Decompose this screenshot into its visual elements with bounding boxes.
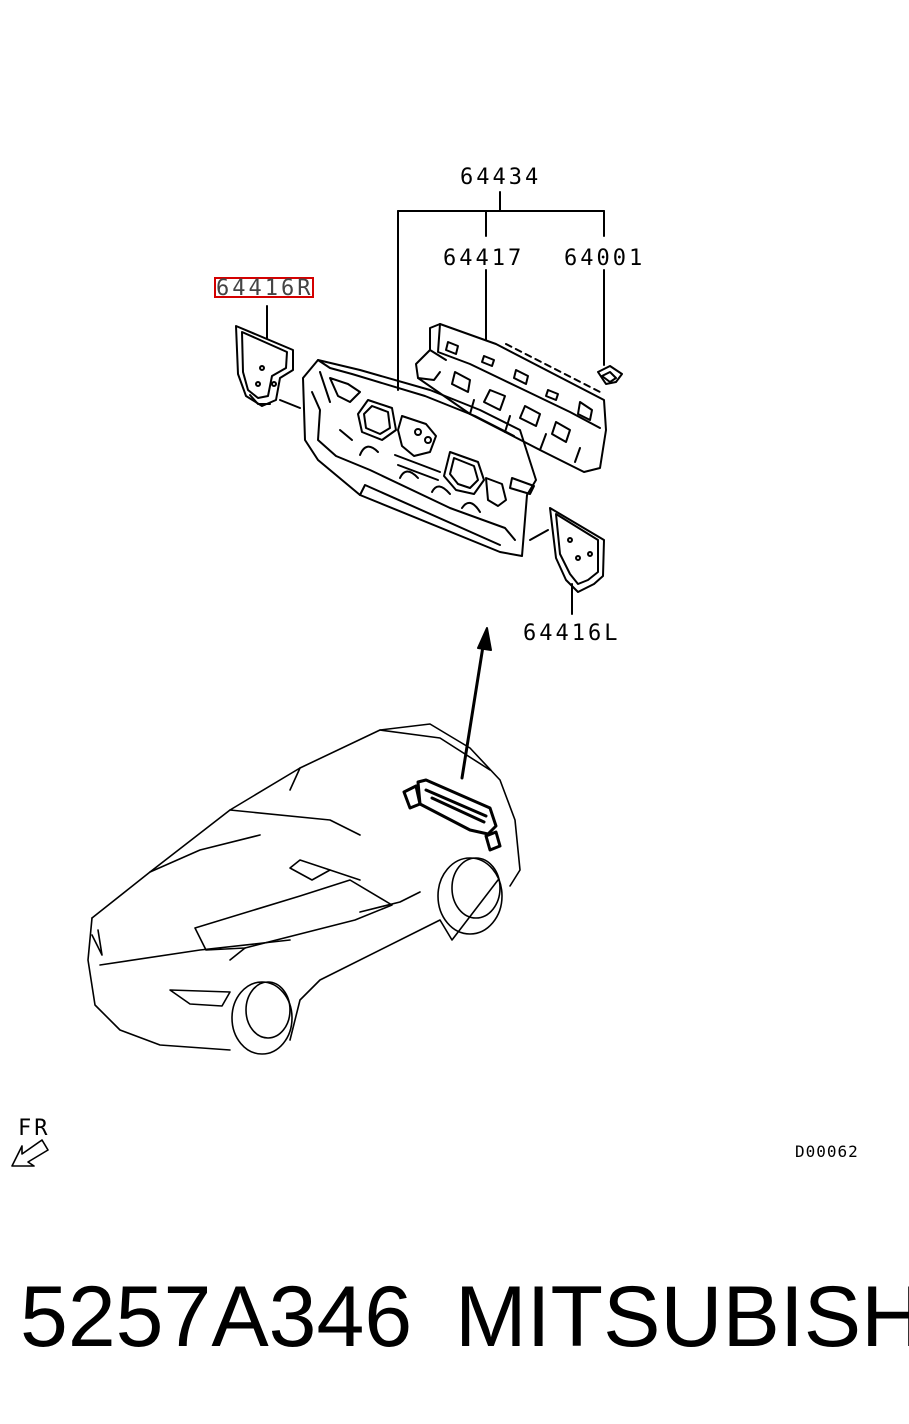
bracket-64416r-drawing	[235, 325, 301, 409]
bracket-64416l-drawing	[529, 507, 605, 593]
rear-panel-64434-drawing	[302, 359, 537, 557]
vehicle-panel-highlight	[402, 778, 502, 852]
diagram-code: D00062	[795, 1142, 859, 1161]
brand-name: MITSUBISHI	[455, 1269, 909, 1365]
label-64416r[interactable]: 64416R	[216, 276, 313, 301]
clip-64001-drawing	[597, 365, 623, 385]
label-64001[interactable]: 64001	[564, 246, 645, 271]
label-64416l[interactable]: 64416L	[523, 621, 620, 646]
caption-bar: 5257A346 MITSUBISHI	[0, 1262, 909, 1372]
front-arrow-icon	[11, 1139, 49, 1167]
label-64417[interactable]: 64417	[443, 246, 524, 271]
part-number: 5257A346	[20, 1269, 413, 1365]
highlight-box-64416r	[214, 277, 314, 298]
label-front: FR	[18, 1116, 51, 1141]
vehicle-outline-drawing	[87, 723, 521, 1055]
leader-lines-64434	[397, 191, 605, 391]
back-shelf-64417-drawing	[415, 323, 607, 473]
label-64434[interactable]: 64434	[460, 165, 541, 190]
